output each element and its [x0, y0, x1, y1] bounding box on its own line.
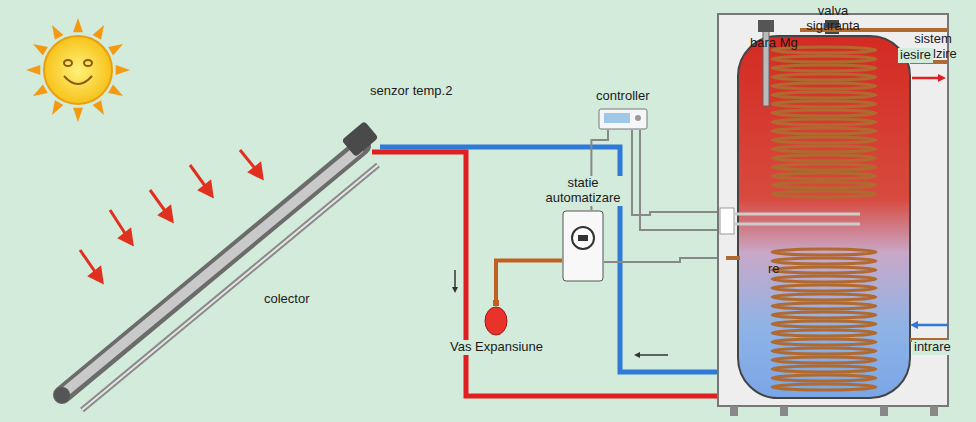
coil-winding: [772, 357, 876, 363]
node-label: controller: [594, 89, 651, 104]
outlet-arrow: [912, 77, 938, 80]
coil-winding: [772, 267, 876, 273]
coil-winding: [772, 83, 876, 89]
coil-winding: [772, 375, 876, 381]
node-shape: [562, 210, 604, 282]
hot-pipe: [372, 152, 728, 396]
inlet-arrow: [918, 324, 948, 327]
sun-ray: [108, 85, 123, 96]
sun-ray: [33, 44, 48, 55]
sensor-wire: [604, 258, 728, 262]
coil-winding: [772, 294, 876, 300]
coil-winding: [772, 110, 876, 116]
sensor-wire: [632, 130, 728, 215]
coil-winding: [772, 303, 876, 309]
part-label: bara Mg: [748, 36, 800, 51]
port-label: intrare: [912, 340, 953, 355]
coil-winding: [772, 285, 876, 291]
coil-winding: [772, 249, 876, 255]
node-label: Vas Expansiune: [448, 340, 545, 355]
coil-winding: [772, 366, 876, 372]
storage-tank: [718, 14, 948, 416]
text-fragment: re: [766, 262, 782, 277]
sun-ray: [52, 100, 63, 115]
sun-ray: [73, 108, 83, 122]
coil-winding: [772, 101, 876, 107]
coil-winding: [772, 312, 876, 318]
flow-arrow: [640, 354, 668, 356]
sun-ray: [108, 44, 123, 55]
controller-box: controller: [598, 108, 648, 130]
sun-ray: [52, 25, 63, 40]
sun-ray: [73, 18, 83, 32]
coil-winding: [772, 155, 876, 161]
coil-winding: [772, 119, 876, 125]
node-shape: [484, 300, 508, 336]
sun-ray: [93, 100, 104, 115]
coil-winding: [772, 137, 876, 143]
coil-winding: [772, 348, 876, 354]
expansion-vessel: Vas Expansiune: [484, 300, 508, 336]
sensor-label: senzor temp.2: [368, 84, 454, 99]
sun-ray: [93, 25, 104, 40]
coil-winding: [772, 146, 876, 152]
sun-ray: [116, 65, 130, 75]
pump-station: statie automatizare: [562, 210, 604, 282]
sun-ray: [33, 85, 48, 96]
coil-winding: [772, 191, 876, 197]
coil-winding: [772, 258, 876, 264]
coil-winding: [772, 164, 876, 170]
sensor-wire: [640, 130, 730, 230]
coil-winding: [772, 276, 876, 282]
part-label: colector: [262, 292, 312, 307]
coil-winding: [772, 330, 876, 336]
node-label: statie automatizare: [537, 176, 629, 206]
coil-winding: [772, 92, 876, 98]
node-shape: [598, 108, 648, 130]
part-label: valva siguranta: [800, 4, 866, 34]
coil-winding: [772, 384, 876, 390]
coil-winding: [772, 182, 876, 188]
solar-collector: [54, 121, 379, 410]
coil-winding: [772, 56, 876, 62]
coil-winding: [772, 65, 876, 71]
port-label: iesire: [898, 48, 933, 63]
coil-winding: [772, 339, 876, 345]
sun: [26, 18, 130, 122]
sun-ray: [26, 65, 40, 75]
coil-winding: [772, 74, 876, 80]
coil-winding: [772, 321, 876, 327]
cold-pipe: [380, 147, 728, 372]
coil-winding: [772, 128, 876, 134]
coil-winding: [772, 173, 876, 179]
connector: [496, 260, 562, 300]
